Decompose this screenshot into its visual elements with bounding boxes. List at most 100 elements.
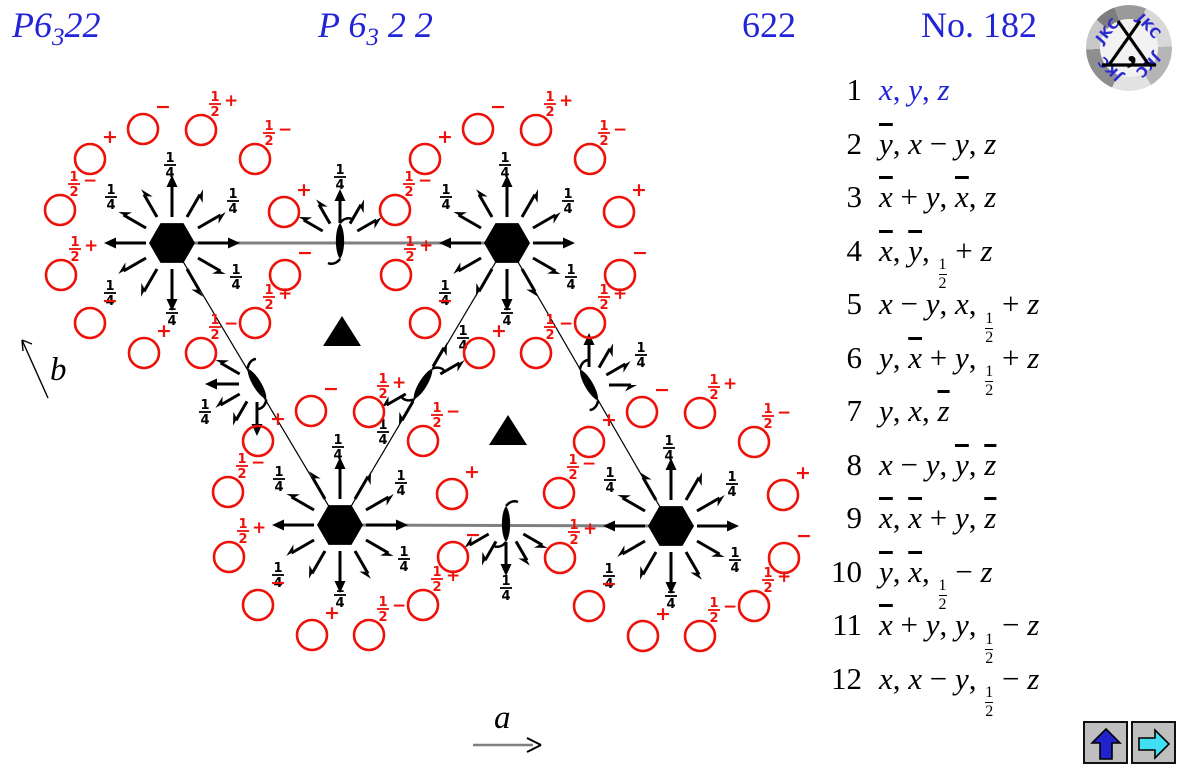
lens-body: [579, 369, 599, 401]
lens-tail: [505, 499, 519, 507]
quarter-height-label: 12: [762, 566, 774, 596]
height-sign-label: −: [777, 403, 791, 423]
twofold-arrow: [310, 550, 327, 575]
quarter-height-label: 12: [403, 170, 415, 200]
twofold-arrow: [400, 400, 415, 422]
fraction-denominator: 4: [167, 314, 176, 329]
twofold-arrow: [353, 550, 370, 575]
variable: y: [955, 607, 969, 642]
height-sign-label: −: [251, 453, 265, 473]
fraction-denominator: 4: [335, 596, 344, 611]
variable: z: [1027, 607, 1040, 642]
twofold-screw-lens-symbol: [578, 358, 600, 412]
fraction-denominator: 4: [440, 294, 449, 309]
fraction-numerator: 1: [709, 373, 718, 388]
fraction-denominator: 4: [566, 278, 575, 293]
quarter-height-label: 14: [230, 263, 242, 293]
general-position-circle: [406, 588, 440, 622]
quarter-height-label: 12: [404, 235, 416, 265]
fraction-denominator: 2: [432, 416, 441, 431]
twofold-half-arrow-head: [298, 217, 313, 221]
twofold-arrow: [353, 475, 370, 500]
fraction-denominator: 4: [458, 339, 467, 354]
general-position-circle: [573, 306, 607, 340]
variable: y: [955, 125, 969, 161]
up-arrow-icon: [1089, 727, 1122, 760]
fraction-denominator: 2: [378, 387, 387, 402]
fraction-numerator: 1: [666, 582, 675, 597]
fraction-numerator: 1: [237, 452, 246, 467]
twofold-arrow-head: [501, 175, 513, 187]
fraction-numerator: 1: [569, 518, 578, 533]
position-coordinates: x − y, y, z: [879, 446, 997, 482]
variable: z: [980, 232, 993, 268]
fraction-denominator: 2: [210, 328, 219, 343]
general-position-circle: [519, 336, 553, 370]
position-coordinates: y, x, z: [879, 393, 950, 428]
variable: z: [1027, 339, 1040, 375]
fraction-denominator: 2: [432, 580, 441, 595]
fraction-numerator: 1: [378, 595, 387, 610]
fraction-denominator: 4: [105, 294, 114, 309]
twofold-arrow: [605, 362, 627, 377]
jkc-logo[interactable]: JKC JKC JKC JKC ,: [1086, 5, 1172, 91]
height-sign-label: +: [224, 91, 238, 111]
fraction-denominator: 4: [500, 166, 509, 181]
fraction-numerator: 1: [763, 566, 772, 581]
general-position-circle: [184, 113, 218, 147]
twofold-half-arrow-head: [380, 552, 394, 556]
quarter-height-label: 14: [334, 163, 346, 193]
fraction-numerator: 1: [378, 418, 387, 433]
twofold-arrow-head: [166, 175, 178, 187]
twofold-half-arrow-head: [118, 212, 132, 216]
quarter-height-label: 12: [762, 402, 774, 432]
overlined-variable: z: [984, 500, 997, 535]
twofold-arrow-head: [228, 237, 240, 249]
variable: z: [984, 125, 997, 161]
fraction-numerator: 1: [70, 235, 79, 250]
quarter-height-label: 14: [332, 433, 344, 463]
fraction-numerator: 1: [501, 574, 510, 589]
fraction-numerator: 1: [333, 433, 342, 448]
height-sign-label: +: [464, 461, 480, 483]
twofold-arrow-head: [334, 189, 346, 201]
height-sign-label: +: [437, 126, 453, 148]
fraction-denominator: 2: [264, 134, 273, 149]
variable: y: [955, 500, 969, 535]
general-position-circle: [267, 195, 301, 229]
quarter-height-label: 14: [726, 470, 738, 500]
height-sign-label: −: [490, 96, 506, 118]
fraction-denominator: 4: [273, 576, 282, 591]
variable: x: [908, 393, 923, 428]
variable: x: [879, 72, 893, 107]
fraction-numerator: 1: [440, 279, 449, 294]
general-position-circle: [737, 425, 771, 459]
twofold-half-arrow-head: [482, 551, 486, 566]
twofold-arrow-head: [501, 299, 513, 311]
fraction-denominator: 4: [399, 560, 408, 575]
nav-next-button[interactable]: [1131, 721, 1176, 764]
height-sign-label: +: [491, 320, 507, 342]
variable: z: [984, 179, 997, 214]
nav-up-button[interactable]: [1083, 721, 1128, 764]
general-position-circle: [461, 112, 495, 146]
fraction-numerator: 1: [335, 163, 344, 178]
variable: z: [1027, 660, 1040, 696]
quarter-height-label: 14: [499, 151, 511, 181]
fraction-denominator: 2: [763, 581, 772, 596]
fraction-numerator: 1: [165, 151, 174, 166]
twofold-half-arrow-head: [526, 289, 538, 297]
quarter-height-label: 12: [544, 90, 556, 120]
twofold-half-arrow-head: [457, 360, 465, 372]
twofold-arrow: [641, 551, 658, 576]
twofold-arrow: [356, 218, 378, 233]
position-coordinates: x, x + y, z: [879, 500, 997, 535]
jkc-logo-comma: ,: [1127, 26, 1137, 71]
twofold-arrow: [122, 213, 147, 230]
overlined-variable: z: [937, 393, 950, 428]
